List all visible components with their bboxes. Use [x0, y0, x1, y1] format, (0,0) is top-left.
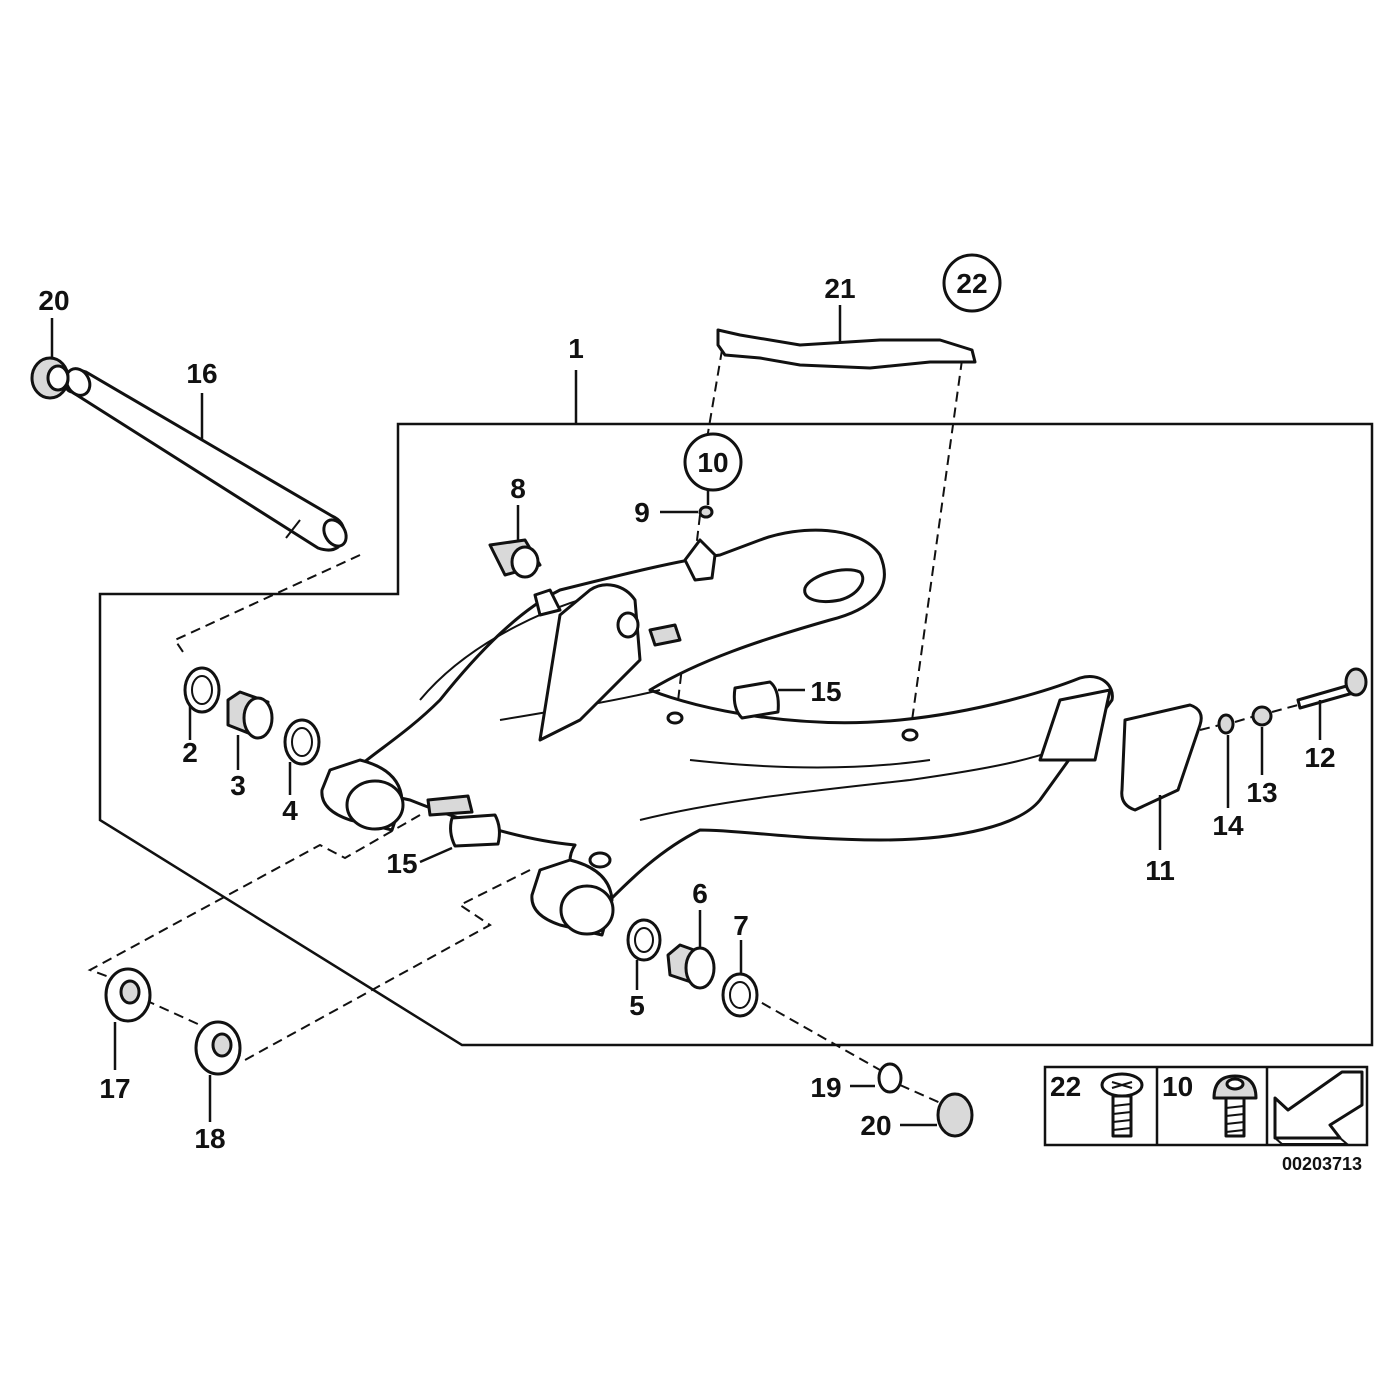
callout-circle-10	[683, 432, 743, 492]
washer-part-17-inner	[119, 979, 141, 1005]
label-6: 6	[692, 878, 708, 909]
bearing-part-3	[226, 690, 274, 740]
label-15b: 15	[386, 848, 417, 879]
fastener-legend: 22 10	[1043, 1065, 1369, 1147]
left-pivot-tube	[320, 758, 405, 832]
label-3: 3	[230, 770, 246, 801]
countersunk-screw-icon	[1100, 1072, 1144, 1138]
label-4: 4	[282, 795, 298, 826]
bolt-part-12	[1296, 667, 1368, 710]
ring-part-4	[283, 718, 321, 766]
label-5: 5	[629, 990, 645, 1021]
axle-cap-part-20	[30, 356, 70, 400]
ring-part-5-inner	[634, 927, 654, 953]
washer-part-14	[1217, 713, 1235, 735]
dash-17-18	[144, 999, 201, 1026]
grommet-part-9	[698, 505, 714, 519]
label-1: 1	[568, 333, 584, 364]
label-22: 22	[956, 268, 987, 299]
dash-19-to-20	[899, 1084, 946, 1106]
circlip-part-19	[877, 1062, 903, 1094]
diagram-id: 00203713	[1282, 1154, 1362, 1174]
washer-part-18-inner	[211, 1032, 233, 1058]
label-13: 13	[1246, 777, 1277, 808]
pan-head-screw-icon	[1212, 1074, 1258, 1138]
nut-part-13	[1251, 705, 1273, 727]
bearing-part-6	[666, 943, 716, 990]
label-14: 14	[1212, 810, 1244, 841]
dash-21-to-10	[699, 349, 723, 481]
label-9: 9	[634, 497, 650, 528]
guard-plate-part-21	[716, 328, 977, 370]
label-12: 12	[1304, 742, 1335, 773]
ring-part-2-inner	[191, 675, 213, 705]
nut-part-20	[936, 1092, 974, 1138]
leader-15b	[419, 846, 453, 864]
label-10: 10	[697, 447, 728, 478]
label-21: 21	[824, 273, 855, 304]
cap-part-15-upper	[648, 623, 780, 720]
label-17: 17	[99, 1073, 130, 1104]
label-11: 11	[1145, 855, 1175, 886]
legend-label-10: 10	[1162, 1071, 1193, 1102]
ring-part-5	[626, 918, 662, 962]
dash-22-to-arm	[909, 359, 963, 736]
label-18: 18	[194, 1123, 225, 1154]
dash-axle-to-bushing	[173, 554, 361, 656]
assembly-bracket-frame	[98, 422, 1374, 1047]
ring-part-4-inner	[291, 727, 313, 757]
dash-11-to-14	[1199, 724, 1221, 731]
label-16: 16	[186, 358, 217, 389]
ring-part-7	[721, 972, 759, 1018]
legend-label-22: 22	[1050, 1071, 1081, 1102]
cap-part-15-lower	[426, 794, 501, 848]
ring-part-2	[183, 666, 221, 714]
chain-slider-part-11	[1120, 703, 1203, 812]
dash-left-pivot-to-17	[87, 814, 421, 979]
label-20b: 20	[860, 1110, 891, 1141]
dash-7-to-19	[747, 994, 881, 1071]
assembly-direction-arrow-icon	[1273, 1070, 1364, 1145]
swingarm-body-part-1	[338, 528, 1114, 902]
spacer-sleeve-part-8	[488, 538, 542, 579]
ring-part-7-inner	[729, 981, 751, 1009]
label-2: 2	[182, 737, 198, 768]
label-20a: 20	[38, 285, 69, 316]
label-8: 8	[510, 473, 526, 504]
callout-circle-22	[942, 253, 1002, 313]
lower-pivot-tube	[530, 858, 615, 937]
axle-part-16	[64, 367, 348, 552]
label-7: 7	[733, 910, 749, 941]
dash-lower-pivot-to-18	[231, 869, 531, 1062]
label-15a: 15	[810, 676, 841, 707]
label-19: 19	[810, 1072, 841, 1103]
